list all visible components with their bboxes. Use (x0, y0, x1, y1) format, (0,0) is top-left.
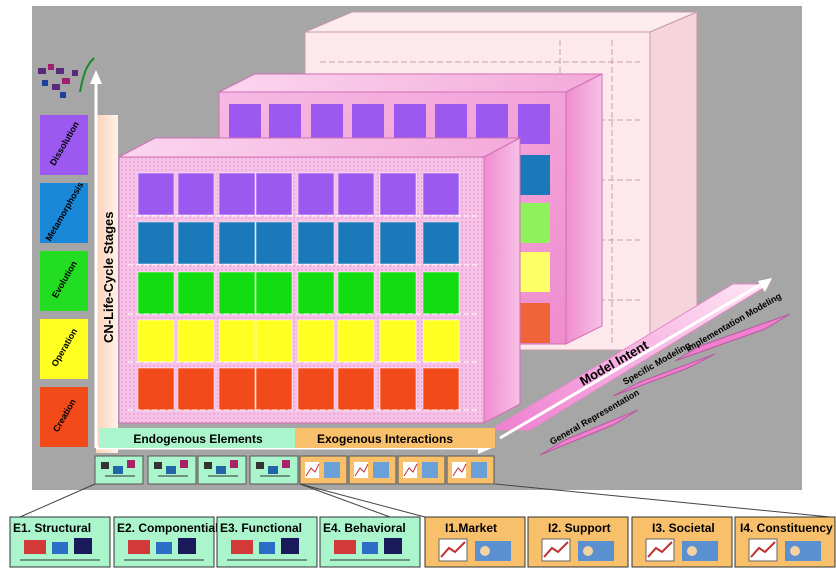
small-network-map-icon (95, 456, 143, 484)
exogenous-box-1: I1.Market (425, 517, 525, 567)
small-rules-blocks-icon (250, 456, 298, 484)
matrix-cell-metamorphosis (138, 222, 174, 264)
matrix-cell-dissolution (298, 173, 334, 215)
matrix-cell-evolution (138, 272, 174, 314)
middle-cell-evolution (520, 203, 550, 243)
market-chart-icon (439, 539, 511, 561)
small-icon-row (95, 456, 494, 484)
middle-cell-operation (520, 252, 550, 292)
matrix-cell-operation (138, 320, 174, 362)
exogenous-box-3: I3. Societal (632, 517, 732, 567)
exogenous-box-label: I3. Societal (652, 521, 715, 535)
matrix-cell-dissolution (256, 173, 292, 215)
matrix-cell-dissolution (178, 173, 214, 215)
matrix-cell-creation (338, 368, 374, 410)
middle-top-cell (518, 104, 550, 144)
matrix-cell-evolution (423, 272, 459, 314)
constituency-exchange-icon (749, 539, 821, 561)
endogenous-box-label: E3. Functional (220, 521, 302, 535)
matrix-cell-evolution (338, 272, 374, 314)
matrix-cell-evolution (178, 272, 214, 314)
exogenous-box-label: I2. Support (548, 521, 611, 535)
matrix-cell-operation (178, 320, 214, 362)
exogenous-box-2: I2. Support (528, 517, 628, 567)
small-components-icon (148, 456, 196, 484)
life-cycle-axis-title: CN-Life-Cycle Stages (101, 212, 116, 343)
matrix-cell-metamorphosis (256, 222, 292, 264)
exogenous-box-label: I4. Constituency (740, 521, 833, 535)
matrix-cell-creation (138, 368, 174, 410)
matrix-cell-dissolution (219, 173, 255, 215)
matrix-cell-evolution (219, 272, 255, 314)
stage-dissolution: Dissolution (40, 115, 88, 175)
matrix-cell-metamorphosis (219, 222, 255, 264)
exogenous-box-label: I1.Market (445, 521, 497, 535)
front-cube (119, 138, 520, 423)
matrix-cell-operation (298, 320, 334, 362)
small-process-flow-icon (198, 456, 246, 484)
matrix-cell-operation (256, 320, 292, 362)
middle-cell-creation (520, 303, 550, 343)
matrix-cell-creation (423, 368, 459, 410)
matrix-cell-metamorphosis (338, 222, 374, 264)
matrix-cell-operation (423, 320, 459, 362)
small-constituency-exchange-icon (447, 456, 494, 484)
stage-operation: Operation (40, 319, 88, 379)
matrix-cell-evolution (256, 272, 292, 314)
exogenous-label: Exogenous Interactions (317, 432, 453, 446)
stage-evolution: Evolution (40, 251, 88, 311)
small-market-chart-icon (300, 456, 347, 484)
matrix-cell-operation (219, 320, 255, 362)
matrix-cell-metamorphosis (423, 222, 459, 264)
endogenous-box-2: E2. Componential (114, 517, 218, 567)
endogenous-box-label: E4. Behavioral (323, 521, 406, 535)
matrix-cell-operation (380, 320, 416, 362)
endogenous-box-3: E3. Functional (217, 517, 317, 567)
matrix-cell-creation (380, 368, 416, 410)
matrix-cell-dissolution (423, 173, 459, 215)
stage-list: DissolutionMetamorphosisEvolutionOperati… (40, 115, 88, 447)
matrix-cell-evolution (298, 272, 334, 314)
matrix-cell-metamorphosis (380, 222, 416, 264)
stage-creation: Creation (40, 387, 88, 447)
matrix-cell-creation (219, 368, 255, 410)
life-cycle-matrix (128, 173, 478, 410)
matrix-cell-operation (338, 320, 374, 362)
endogenous-box-4: E4. Behavioral (320, 517, 420, 567)
society-people-icon (646, 539, 718, 561)
matrix-cell-metamorphosis (178, 222, 214, 264)
matrix-cell-creation (298, 368, 334, 410)
matrix-cell-metamorphosis (298, 222, 334, 264)
endogenous-label: Endogenous Elements (133, 432, 263, 446)
matrix-cell-evolution (380, 272, 416, 314)
matrix-cell-creation (178, 368, 214, 410)
matrix-cell-dissolution (338, 173, 374, 215)
middle-cell-metamorphosis (520, 155, 550, 195)
small-society-people-icon (398, 456, 445, 484)
matrix-cell-dissolution (380, 173, 416, 215)
matrix-cell-creation (256, 368, 292, 410)
endogenous-box-label: E1. Structural (13, 521, 91, 535)
category-bars: Endogenous Elements Exogenous Interactio… (99, 428, 495, 448)
endogenous-box-1: E1. Structural (10, 517, 110, 567)
exogenous-box-4: I4. Constituency (735, 517, 835, 567)
matrix-cell-dissolution (138, 173, 174, 215)
support-handshake-icon (542, 539, 614, 561)
small-support-handshake-icon (349, 456, 396, 484)
stage-metamorphosis: Metamorphosis (40, 180, 88, 243)
endogenous-box-label: E2. Componential (117, 521, 218, 535)
